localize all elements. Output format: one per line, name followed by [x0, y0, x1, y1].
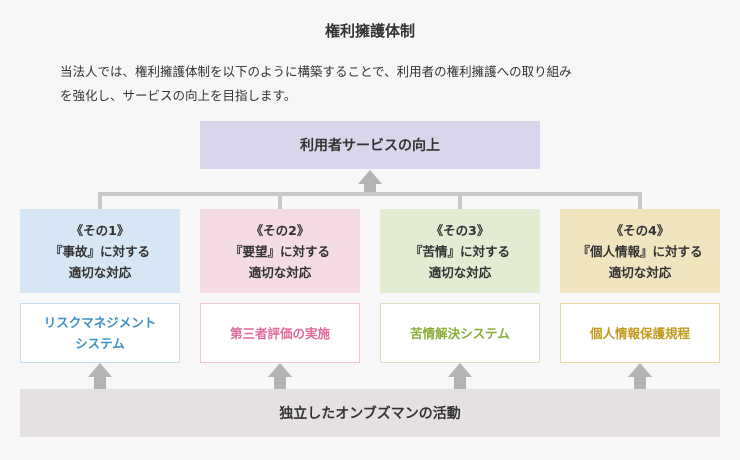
system-box-1: リスクマネジメント システム: [20, 303, 180, 363]
up-arrow-icon: [358, 170, 382, 184]
up-arrow-icon: [628, 363, 652, 377]
connector-horizontal: [98, 192, 642, 196]
page-title: 権利擁護体制: [324, 22, 415, 40]
connector-drop-4: [638, 192, 642, 209]
up-arrow-stem: [454, 377, 466, 389]
base-box: 独立したオンブズマンの活動: [20, 389, 720, 437]
up-arrow-icon: [268, 363, 292, 377]
connector-drop-2: [278, 192, 282, 209]
connector-drop-1: [98, 192, 102, 209]
system-label: 個人情報保護規程: [589, 325, 690, 341]
goal-box: 利用者サービスの向上: [200, 121, 540, 169]
system-label: 第三者評価の実施: [229, 325, 330, 341]
intro-line-1: 当法人では、権利擁護体制を以下のように構築することで、利用者の権利擁護への取り組…: [60, 64, 572, 79]
pillar-subject: 『苦情』に対する: [409, 243, 510, 259]
intro-text: 当法人では、権利擁護体制を以下のように構築することで、利用者の権利擁護への取り組…: [60, 60, 700, 108]
intro-line-2: を強化し、サービスの向上を目指します。: [60, 88, 297, 103]
pillar-number: 《その1》: [70, 222, 130, 238]
system-label-line-2: システム: [75, 336, 125, 351]
up-arrow-icon: [88, 363, 112, 377]
up-arrow-stem: [274, 377, 286, 389]
up-arrow-stem: [94, 377, 106, 389]
pillar-suffix: 適切な対応: [68, 264, 132, 280]
pillar-4: 《その4》 『個人情報』に対する 適切な対応: [560, 209, 720, 293]
up-arrow-icon: [448, 363, 472, 377]
system-box-2: 第三者評価の実施: [200, 303, 360, 363]
pillar-suffix: 適切な対応: [428, 264, 492, 280]
system-label: リスクマネジメント: [43, 315, 157, 330]
pillar-number: 《その4》: [610, 222, 670, 238]
system-box-4: 個人情報保護規程: [560, 303, 720, 363]
pillar-subject: 『事故』に対する: [49, 243, 150, 259]
pillar-number: 《その3》: [430, 222, 490, 238]
pillar-2: 《その2》 『要望』に対する 適切な対応: [200, 209, 360, 293]
pillar-1: 《その1》 『事故』に対する 適切な対応: [20, 209, 180, 293]
pillar-3: 《その3》 『苦情』に対する 適切な対応: [380, 209, 540, 293]
up-arrow-stem: [364, 184, 376, 192]
pillar-subject: 『個人情報』に対する: [577, 243, 703, 259]
system-box-3: 苦情解決システム: [380, 303, 540, 363]
connector-drop-3: [458, 192, 462, 209]
pillar-suffix: 適切な対応: [248, 264, 312, 280]
pillar-suffix: 適切な対応: [608, 264, 672, 280]
pillar-subject: 『要望』に対する: [229, 243, 330, 259]
up-arrow-stem: [634, 377, 646, 389]
pillar-number: 《その2》: [250, 222, 310, 238]
system-label: 苦情解決システム: [410, 325, 510, 341]
